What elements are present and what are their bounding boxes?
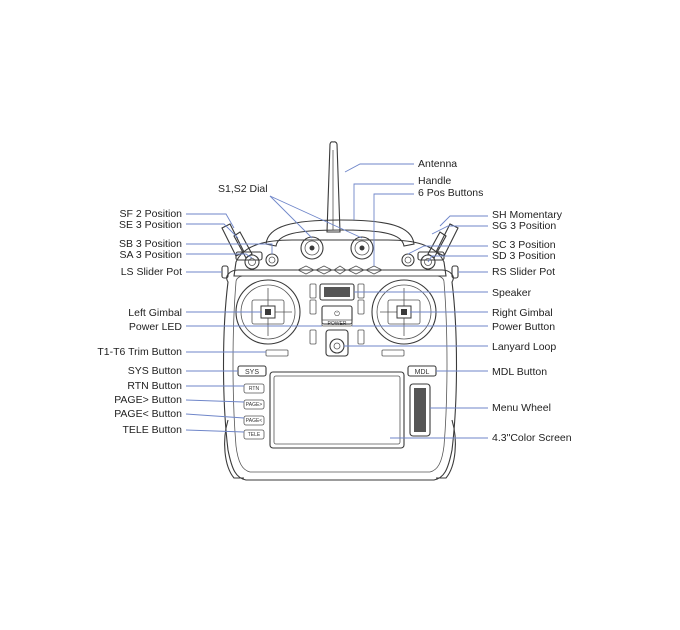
svg-text:PAGE<: PAGE<	[246, 418, 263, 424]
label-s1-s2: S1,S2 Dial	[218, 183, 268, 195]
svg-text:SYS: SYS	[245, 369, 259, 376]
lanyard-loop	[325, 329, 349, 357]
leader-s2	[269, 195, 363, 239]
leader-handle	[353, 183, 414, 220]
label-mdl: MDL Button	[492, 366, 547, 378]
left-grip	[224, 419, 244, 479]
leader-sg	[431, 225, 488, 235]
leader-page-prev	[185, 413, 245, 419]
leader-sh	[439, 215, 488, 227]
leader-sa	[186, 253, 253, 259]
gimbal-side-trims	[265, 283, 405, 357]
leader-sf	[186, 213, 235, 229]
label-sys: SYS Button	[128, 365, 182, 377]
label-lanyard: Lanyard Loop	[492, 341, 556, 353]
label-sf: SF 2 Position	[120, 208, 183, 220]
main-body-outline	[222, 269, 458, 481]
rtn-button: RTN	[243, 383, 265, 394]
label-antenna: Antenna	[418, 158, 457, 170]
sys-button: SYS	[237, 365, 267, 377]
leader-se	[186, 223, 239, 239]
antenna	[326, 141, 341, 233]
page-next-button: PAGE>	[243, 399, 265, 410]
top-shoulder	[233, 239, 447, 277]
label-sd: SD 3 Position	[492, 250, 556, 262]
leader-six-pos	[373, 193, 414, 266]
right-switch-levers	[417, 223, 459, 261]
leader-page-next	[185, 399, 245, 403]
six-pos-buttons	[297, 265, 383, 275]
label-screen: 4.3"Color Screen	[492, 432, 572, 444]
right-grip	[436, 419, 456, 479]
label-speaker: Speaker	[492, 287, 532, 299]
label-sa: SA 3 Position	[120, 249, 183, 261]
label-menu-wheel: Menu Wheel	[492, 402, 551, 414]
color-screen	[269, 371, 405, 449]
label-se: SE 3 Position	[119, 219, 182, 231]
label-sh: SH Momentary	[492, 209, 563, 221]
label-power-led: Power LED	[129, 321, 183, 333]
label-sg: SG 3 Position	[492, 220, 556, 232]
handle	[265, 219, 415, 247]
sa-sb-switches	[244, 253, 279, 270]
leader-s1	[269, 195, 313, 239]
left-switch-levers	[221, 223, 263, 261]
power-text: POWER	[328, 321, 347, 327]
label-handle: Handle	[418, 175, 451, 187]
svg-text:RTN: RTN	[249, 386, 260, 392]
leader-sc	[407, 245, 488, 255]
leader-tele	[185, 429, 245, 433]
menu-wheel	[409, 383, 431, 437]
radio-body: ⏻ POWER SYS MDL RTN PAGE>	[221, 141, 459, 481]
page-prev-button: PAGE<	[243, 415, 265, 426]
labels-left: S1,S2 Dial SF 2 Position SE 3 Position S…	[97, 183, 267, 436]
svg-text:MDL: MDL	[415, 369, 430, 376]
leader-lines	[185, 163, 488, 439]
labels-right: Antenna Handle 6 Pos Buttons SH Momentar…	[418, 158, 572, 444]
leader-antenna	[344, 163, 414, 173]
label-tele: TELE Button	[122, 424, 182, 436]
inner-body-outline	[232, 275, 448, 473]
label-six-pos: 6 Pos Buttons	[418, 187, 483, 199]
svg-text:PAGE>: PAGE>	[246, 402, 263, 408]
s2-dial	[350, 236, 374, 260]
label-right-gimbal: Right Gimbal	[492, 307, 553, 319]
leader-sb	[186, 243, 273, 254]
speaker	[319, 283, 355, 301]
label-page-next: PAGE> Button	[114, 394, 182, 406]
power-icon: ⏻	[334, 310, 340, 318]
tele-button: TELE	[243, 429, 265, 440]
label-left-gimbal: Left Gimbal	[128, 307, 182, 319]
label-rs: RS Slider Pot	[492, 266, 555, 278]
right-gimbal	[371, 279, 437, 345]
label-sc: SC 3 Position	[492, 239, 556, 251]
s1-dial	[300, 236, 324, 260]
label-ls: LS Slider Pot	[121, 266, 182, 278]
power-button: ⏻ POWER	[321, 305, 353, 327]
label-rtn: RTN Button	[127, 380, 182, 392]
label-page-prev: PAGE< Button	[114, 408, 182, 420]
label-power-button: Power Button	[492, 321, 555, 333]
mdl-button: MDL	[407, 365, 437, 377]
leader-sd	[427, 255, 488, 263]
label-trim: T1-T6 Trim Button	[97, 346, 182, 358]
label-sb: SB 3 Position	[119, 238, 182, 250]
svg-text:TELE: TELE	[248, 432, 261, 438]
